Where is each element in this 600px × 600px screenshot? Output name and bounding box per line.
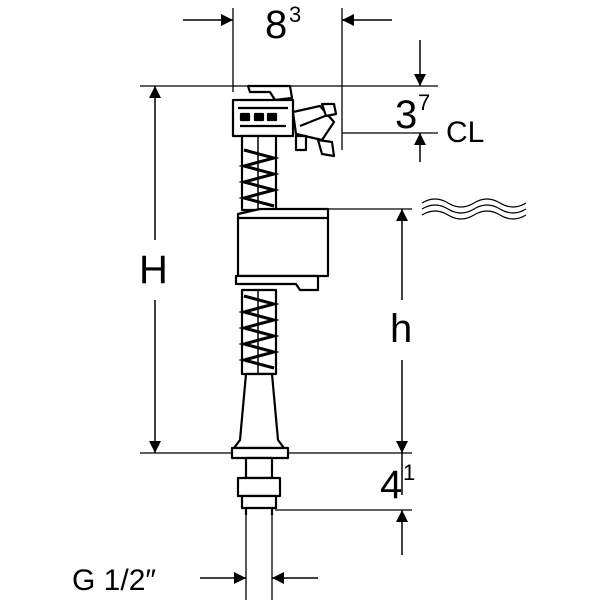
thread-length-label: 4 1 xyxy=(380,460,415,507)
float-chamber xyxy=(236,207,330,278)
valve-arm xyxy=(291,104,336,142)
top-offset-label: 3 7 xyxy=(395,90,430,137)
thread-size-label: G 1/2″ xyxy=(72,564,156,597)
base-flange xyxy=(230,446,290,460)
dimension-arrows xyxy=(149,13,426,584)
fill-valve xyxy=(230,84,338,515)
lower-spring xyxy=(238,294,280,370)
water-surface-wave-icon xyxy=(421,198,527,220)
lock-nut xyxy=(236,476,282,498)
water-height-label: h xyxy=(390,307,412,351)
valve-cap xyxy=(246,84,294,102)
total-height-label: H xyxy=(139,248,168,292)
top-offset-label-main: 3 xyxy=(395,93,417,137)
thread-upper xyxy=(244,456,274,480)
float-lower-rim xyxy=(234,274,320,292)
thread-length-label-main: 4 xyxy=(380,463,402,507)
springs xyxy=(238,148,280,370)
width-label-main: 8 xyxy=(265,3,287,47)
cl-label: CL xyxy=(446,116,484,149)
washer xyxy=(240,494,278,510)
base-taper xyxy=(232,372,286,450)
upper-spring xyxy=(238,148,280,208)
width-label: 8 3 xyxy=(265,2,301,47)
thread-length-label-sup: 1 xyxy=(403,460,415,485)
top-offset-label-sup: 7 xyxy=(418,90,430,115)
width-label-sup: 3 xyxy=(289,2,301,27)
